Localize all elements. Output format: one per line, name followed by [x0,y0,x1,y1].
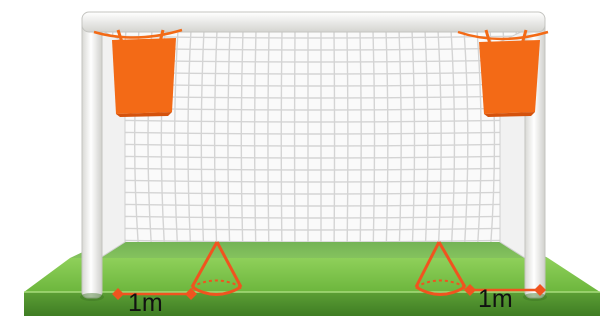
grass-field [24,258,600,316]
left-post [82,14,102,298]
right-distance-label: 1m [478,287,513,312]
crossbar [82,12,545,32]
left-distance-label: 1m [128,291,163,316]
